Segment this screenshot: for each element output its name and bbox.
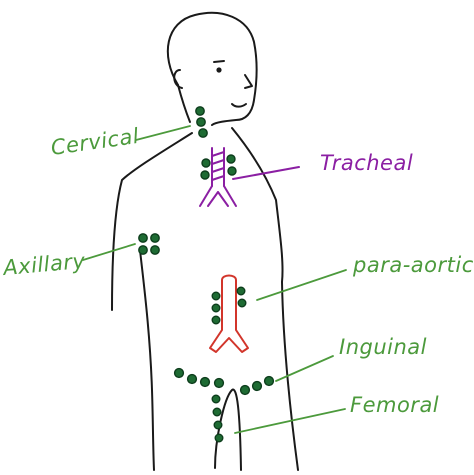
lymph-node — [211, 315, 221, 325]
lymph-node — [186, 373, 198, 385]
lymph-node — [227, 166, 237, 176]
back-of-neck — [177, 84, 191, 123]
label-inguinal: Inguinal — [339, 335, 427, 359]
trachea-rings — [211, 151, 225, 181]
lymph-node — [173, 367, 185, 379]
label-cervical: Cervical — [49, 124, 140, 160]
para-aortic-pointer-line — [256, 269, 347, 301]
lymph-node — [199, 376, 211, 388]
axillary-nodes — [138, 233, 160, 255]
lymph-node — [226, 154, 236, 164]
aorta-outline — [209, 274, 249, 353]
label-femoral: Femoral — [350, 393, 439, 417]
head-outline — [166, 11, 258, 126]
lymph-node — [237, 298, 247, 308]
lymph-node — [211, 291, 221, 301]
lymph-node — [211, 394, 221, 404]
mouth — [231, 103, 247, 108]
lymph-node — [251, 380, 263, 392]
cervical-nodes — [195, 106, 208, 138]
right-side — [281, 281, 299, 471]
lymph-node — [200, 170, 210, 180]
trachea — [199, 147, 300, 207]
labels: Cervical Tracheal Axillary para-aortic I… — [0, 124, 473, 417]
lymph-node — [201, 158, 211, 168]
label-axillary: Axillary — [0, 249, 86, 280]
eye-pupil — [216, 67, 222, 73]
eye — [213, 60, 225, 63]
right-shoulder-arm — [231, 127, 284, 283]
femoral-nodes — [211, 394, 224, 443]
lymph-node — [213, 377, 225, 389]
label-para-aortic: para-aortic — [352, 253, 474, 277]
inguinal-pointer-line — [275, 355, 334, 382]
lymph-node — [213, 420, 223, 430]
lymph-node — [211, 303, 221, 313]
axillary-pointer-line — [82, 243, 136, 261]
femoral-pointer-line — [234, 408, 346, 434]
aorta — [209, 274, 249, 353]
para-aortic-nodes — [211, 286, 247, 325]
pointer-lines — [82, 125, 347, 434]
lymph-node — [263, 375, 275, 387]
lymph-node — [150, 245, 160, 255]
left-armpit — [139, 249, 155, 471]
lymph-node — [236, 286, 246, 296]
lymph-node — [239, 384, 251, 396]
nose — [244, 74, 253, 89]
lymph-node — [138, 245, 148, 255]
inguinal-nodes — [173, 367, 275, 396]
lymph-node — [212, 407, 222, 417]
lymph-node — [198, 128, 208, 138]
ear — [173, 69, 183, 89]
tracheal-pointer-line — [232, 166, 300, 180]
tracheal-nodes — [200, 154, 237, 180]
lymph-node — [214, 433, 224, 443]
lymph-nodes — [138, 106, 275, 443]
lymph-node — [150, 233, 160, 243]
bronchi — [199, 185, 237, 207]
lymph-node — [196, 117, 206, 127]
lymph-node — [138, 233, 148, 243]
label-tracheal: Tracheal — [320, 151, 413, 175]
left-shoulder-arm — [111, 132, 193, 311]
cervical-pointer-line — [135, 125, 191, 141]
lymph-node — [195, 106, 205, 116]
